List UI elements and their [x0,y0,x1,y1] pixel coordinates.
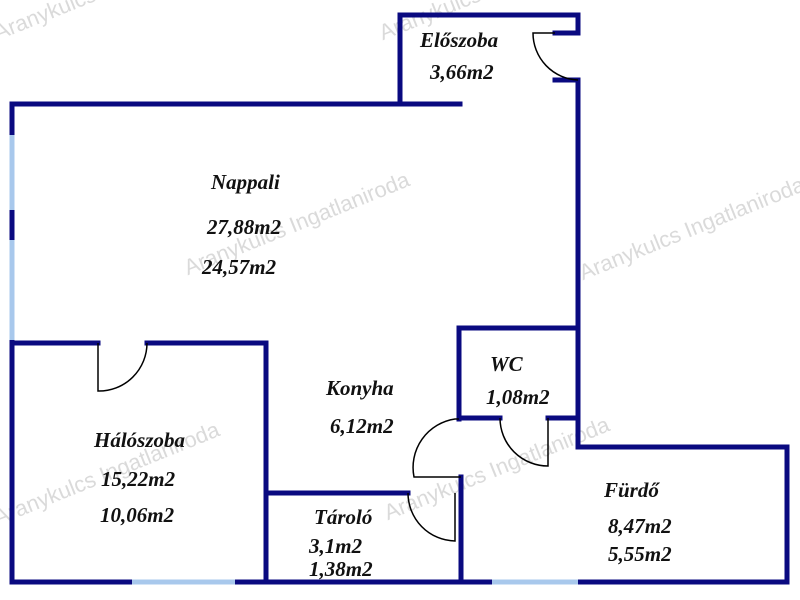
walls [9,12,790,585]
room-area-konyha: 6,12m2 [330,414,394,438]
room-area-haloszoba: 15,22m2 [101,467,176,491]
room-name-tarolo: Tároló [314,505,373,529]
windows [9,135,578,585]
room-name-nappali: Nappali [211,170,280,194]
room-area-nappali: 27,88m2 [207,215,282,239]
room-area2-furdo: 5,55m2 [608,542,672,566]
room-name-haloszoba: Hálószoba [94,428,186,452]
room-area2-haloszoba: 10,06m2 [100,503,175,527]
room-area-eloszoba: 3,66m2 [430,60,494,84]
room-area-wc: 1,08m2 [486,385,550,409]
room-name-eloszoba: Előszoba [420,28,499,52]
room-area-furdo: 8,47m2 [608,514,672,538]
room-area-tarolo: 3,1m2 [309,534,363,558]
room-name-furdo: Fürdő [604,478,659,502]
room-area2-tarolo: 1,38m2 [309,557,373,581]
room-area2-nappali: 24,57m2 [202,255,277,279]
room-name-konyha: Konyha [326,376,394,400]
doors [97,32,579,542]
room-name-wc: WC [490,352,523,376]
